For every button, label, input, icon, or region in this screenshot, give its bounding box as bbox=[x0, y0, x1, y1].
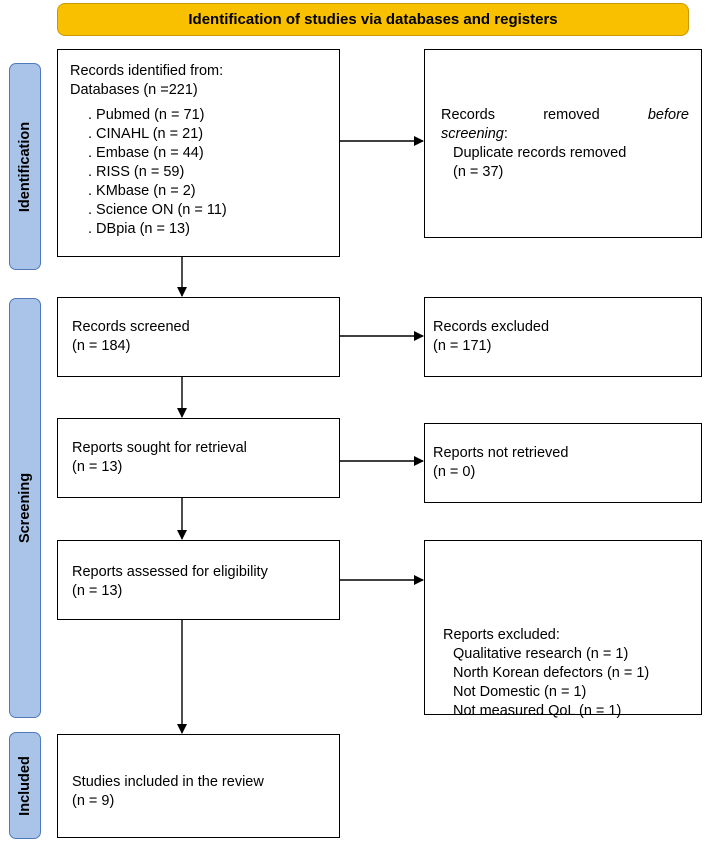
identified-line1: Records identified from: bbox=[70, 63, 224, 79]
removed-word-records: Records bbox=[441, 107, 495, 123]
assessed-label: Reports assessed for eligibility bbox=[72, 564, 268, 580]
source-item: . Embase (n = 44) bbox=[88, 145, 204, 161]
removed-colon: : bbox=[503, 126, 508, 142]
exclusion-reason: Qualitative research (n = 1) bbox=[453, 646, 629, 662]
records-removed-box: Records removed before screening: Duplic… bbox=[424, 49, 702, 238]
header-banner: Identification of studies via databases … bbox=[57, 3, 689, 36]
records-screened-box: Records screened (n = 184) bbox=[57, 297, 340, 377]
source-item: . KMbase (n = 2) bbox=[88, 183, 196, 199]
excluded-label: Records excluded bbox=[433, 319, 550, 335]
exclusion-reason: North Korean defectors (n = 1) bbox=[453, 665, 650, 681]
screened-count: (n = 184) bbox=[72, 338, 131, 354]
exclusion-reason: Not Domestic (n = 1) bbox=[453, 684, 587, 700]
reports-assessed-box: Reports assessed for eligibility (n = 13… bbox=[57, 540, 340, 620]
source-item: . RISS (n = 59) bbox=[88, 164, 185, 180]
assessed-count: (n = 13) bbox=[72, 583, 123, 599]
removed-word-before: before bbox=[647, 107, 689, 123]
not-retrieved-label: Reports not retrieved bbox=[433, 445, 569, 461]
removed-word-screening: screening bbox=[441, 126, 504, 142]
removed-word-removed: removed bbox=[543, 107, 600, 123]
sought-count: (n = 13) bbox=[72, 459, 123, 475]
reports-excluded-box: Reports excluded: Qualitative research (… bbox=[424, 540, 702, 719]
source-item: . Science ON (n = 11) bbox=[88, 202, 227, 218]
removed-line1: Records removed before bbox=[441, 106, 689, 125]
records-excluded-box: Records excluded (n = 171) bbox=[424, 297, 702, 377]
header-title: Identification of studies via databases … bbox=[188, 11, 558, 28]
source-item: . CINAHL (n = 21) bbox=[88, 126, 204, 142]
reports-excluded-label: Reports excluded: bbox=[443, 627, 560, 643]
duplicates-label: Duplicate records removed bbox=[453, 145, 627, 161]
source-item: . Pubmed (n = 71) bbox=[88, 107, 205, 123]
screened-label: Records screened bbox=[72, 319, 190, 335]
phase-identification: Identification bbox=[9, 63, 41, 270]
duplicates-count: (n = 37) bbox=[453, 164, 504, 180]
phase-screening: Screening bbox=[9, 298, 41, 718]
excluded-count: (n = 171) bbox=[433, 338, 492, 354]
sought-label: Reports sought for retrieval bbox=[72, 440, 247, 456]
not-retrieved-count: (n = 0) bbox=[433, 464, 476, 480]
studies-included-box: Studies included in the review (n = 9) bbox=[57, 734, 340, 838]
phase-included: Included bbox=[9, 732, 41, 839]
identified-line2: Databases (n =221) bbox=[70, 82, 198, 98]
included-count: (n = 9) bbox=[72, 793, 115, 809]
reports-sought-box: Reports sought for retrieval (n = 13) bbox=[57, 418, 340, 498]
included-label: Studies included in the review bbox=[72, 774, 264, 790]
source-item: . DBpia (n = 13) bbox=[88, 221, 190, 237]
exclusion-reason: Not measured QoL (n = 1) bbox=[453, 703, 622, 719]
records-identified-box: Records identified from: Databases (n =2… bbox=[57, 49, 340, 257]
reports-not-retrieved-box: Reports not retrieved (n = 0) bbox=[424, 423, 702, 503]
